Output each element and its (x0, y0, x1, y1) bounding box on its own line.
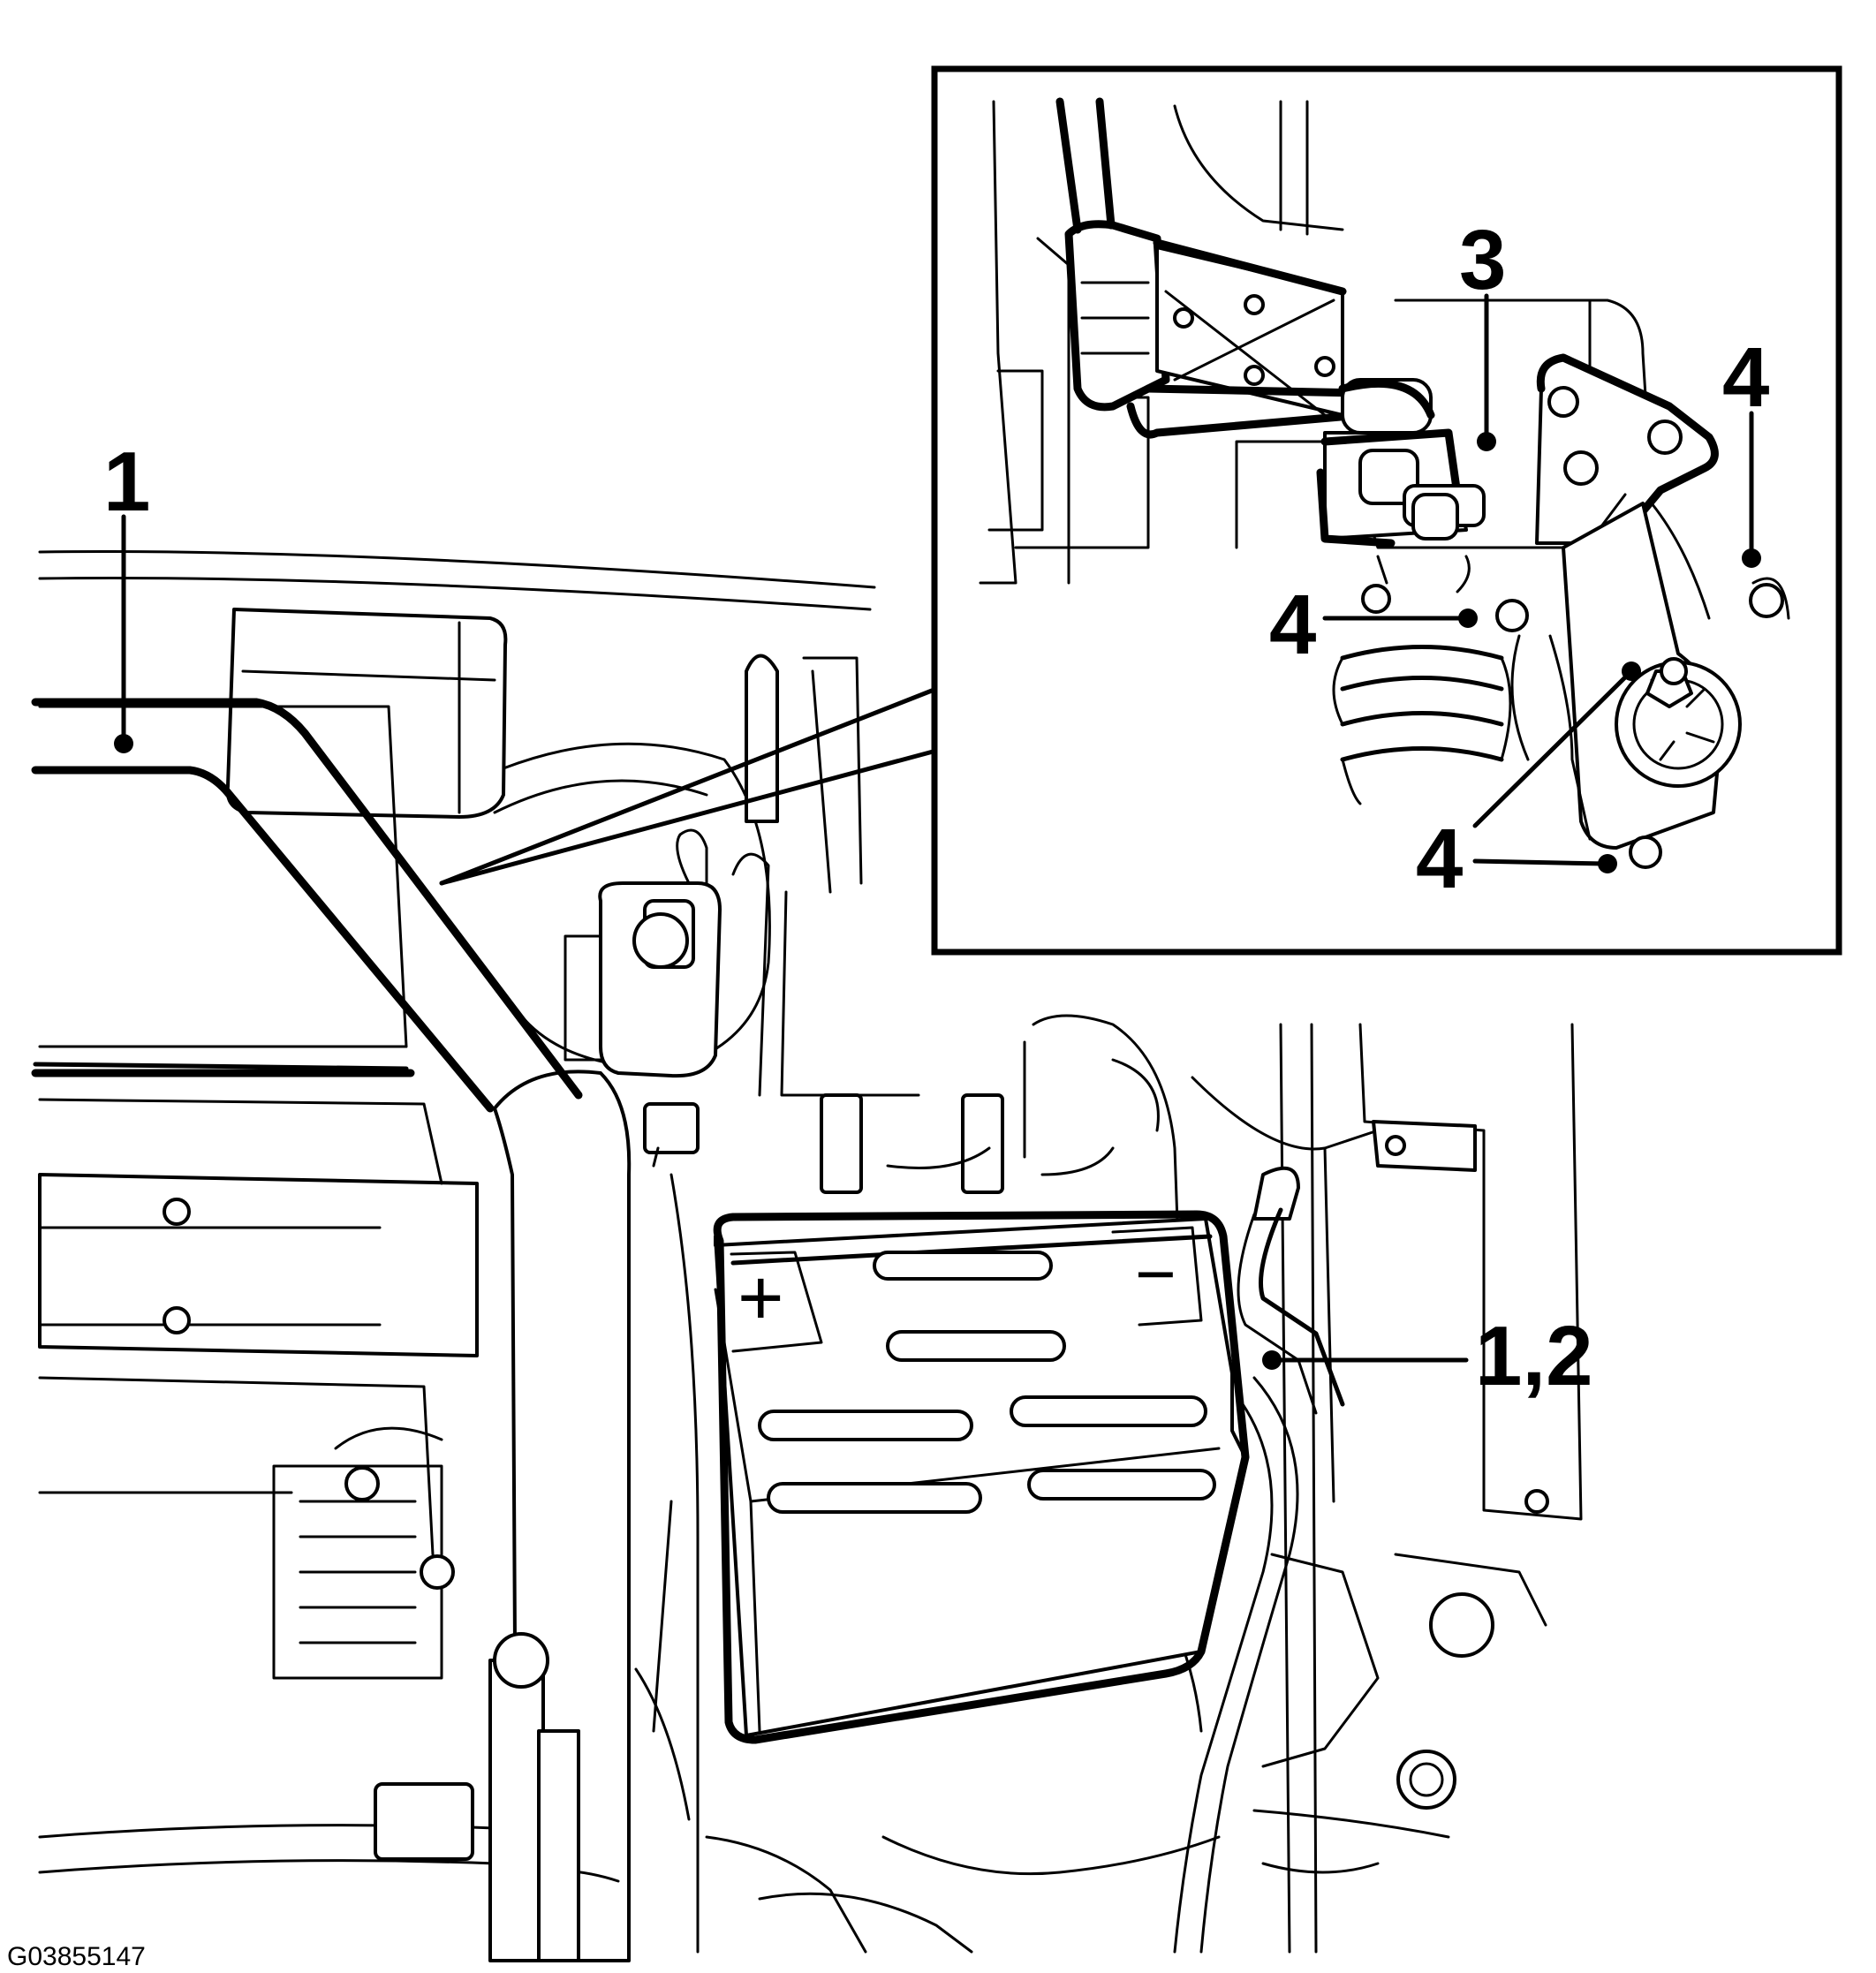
callout-label-3: 3 (1459, 213, 1506, 307)
figure-id: G03855147 (7, 1942, 146, 1971)
battery-positive-symbol: + (738, 1254, 784, 1342)
callout-label-1: 1 (103, 435, 150, 529)
inset-pointer (439, 686, 939, 886)
callout-4-center: 4 (1416, 661, 1641, 906)
battery-negative-symbol: − (1135, 1235, 1176, 1313)
callout-1-2: 1,2 (1262, 1309, 1592, 1403)
battery: + − (713, 1210, 1250, 1744)
callout-3: 3 (1459, 213, 1506, 451)
body-section-outline (31, 698, 583, 1113)
callout-label-4-center: 4 (1416, 812, 1463, 906)
callout-label-4-middle-left: 4 (1269, 578, 1316, 672)
callout-label-4-top-right: 4 (1722, 330, 1769, 425)
engine-bay-illustration (31, 550, 1583, 1962)
callout-4-middle-left: 4 (1269, 578, 1478, 672)
callout-4-top-right: 4 (1722, 330, 1769, 568)
callout-label-1-2: 1,2 (1475, 1309, 1592, 1403)
callout-1: 1 (103, 435, 150, 753)
callout-4-bottom: 4 (1472, 854, 1617, 873)
detail-inset (931, 65, 1842, 956)
